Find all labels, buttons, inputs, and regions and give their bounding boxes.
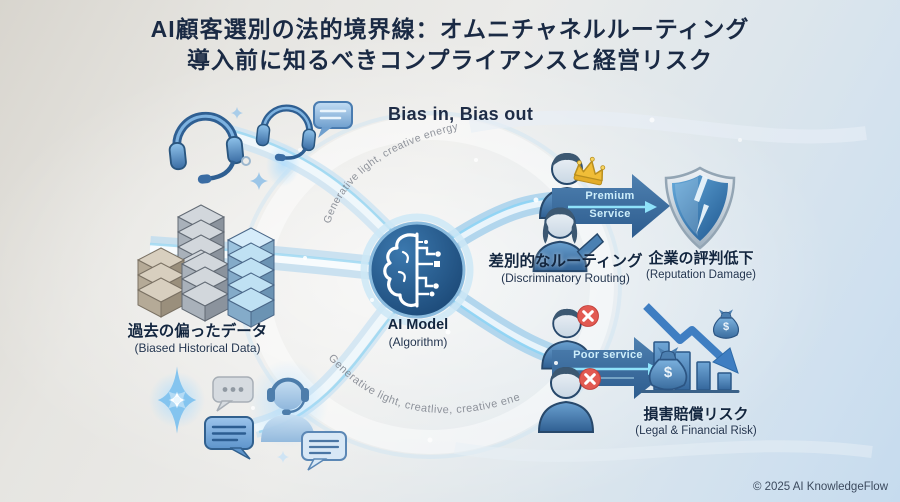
legal-label-en: (Legal & Financial Risk) bbox=[635, 425, 757, 437]
chat-bubble-icon bbox=[212, 376, 254, 412]
sparkle-burst-icon bbox=[149, 366, 205, 434]
agent-silhouette-icon bbox=[248, 360, 328, 448]
input-data-label: 過去の偏ったデータ (Biased Historical Data) bbox=[90, 322, 305, 356]
input-data-label-jp: 過去の偏ったデータ bbox=[127, 323, 268, 340]
headset-icon bbox=[252, 105, 318, 187]
reputation-label: 企業の評判低下 (Reputation Damage) bbox=[626, 249, 776, 283]
declining-chart-icon: $ $ bbox=[640, 303, 740, 393]
title-line-2: 導入前に知るべきコンプライアンスと経営リスク bbox=[187, 47, 713, 73]
chat-bubble-icon bbox=[301, 431, 347, 471]
ai-model-title: AI Model bbox=[387, 317, 449, 333]
legal-label: 損害賠償リスク (Legal & Financial Risk) bbox=[616, 405, 776, 439]
sparkle-icon bbox=[231, 107, 243, 119]
reputation-label-en: (Reputation Damage) bbox=[646, 269, 756, 281]
person-avatar-icon bbox=[534, 207, 605, 271]
dollar-sign: $ bbox=[664, 364, 673, 381]
sparkle-icon bbox=[250, 172, 268, 190]
ring-dot bbox=[241, 156, 251, 166]
page-title: AI顧客選別の法的境界線：オムニチャネルルーティング 導入前に知るべきコンプライ… bbox=[0, 14, 900, 76]
routing-label-en: (Discriminatory Routing) bbox=[501, 271, 630, 285]
flow-particles bbox=[251, 117, 742, 443]
sparkle-icon bbox=[277, 451, 289, 463]
headset-icon bbox=[166, 113, 245, 187]
bias-heading: Bias in, Bias out bbox=[388, 104, 534, 124]
routing-label: 差別的なルーティング (Discriminatory Routing) bbox=[478, 252, 653, 286]
x-badge-icon bbox=[576, 304, 600, 328]
legal-label-jp: 損害賠償リスク bbox=[643, 406, 749, 423]
premium-arrow bbox=[552, 174, 670, 238]
copyright: © 2025 AI KnowledgeFlow bbox=[752, 481, 888, 493]
brain-circuit-icon bbox=[360, 213, 474, 327]
chat-bubble-icon bbox=[313, 101, 353, 138]
input-data-label-en: (Biased Historical Data) bbox=[134, 341, 261, 355]
premium-arrow-label-1: Premium bbox=[585, 190, 635, 202]
premium-arrow-label-2: Service bbox=[589, 208, 631, 220]
x-badge-icon bbox=[578, 367, 602, 391]
poor-arrow-label: Poor service bbox=[573, 349, 643, 361]
chat-bubble-icon bbox=[204, 416, 254, 460]
cracked-shield-icon bbox=[664, 166, 736, 250]
ai-model-label: AI Model (Algorithm) bbox=[352, 316, 484, 350]
title-line-1: AI顧客選別の法的境界線：オムニチャネルルーティング bbox=[150, 16, 750, 42]
reputation-label-jp: 企業の評判低下 bbox=[648, 250, 754, 267]
ai-model-subtitle: (Algorithm) bbox=[388, 335, 448, 349]
routing-label-jp: 差別的なルーティング bbox=[488, 253, 643, 270]
dollar-sign: $ bbox=[723, 321, 729, 333]
server-stack-icon bbox=[137, 204, 276, 328]
